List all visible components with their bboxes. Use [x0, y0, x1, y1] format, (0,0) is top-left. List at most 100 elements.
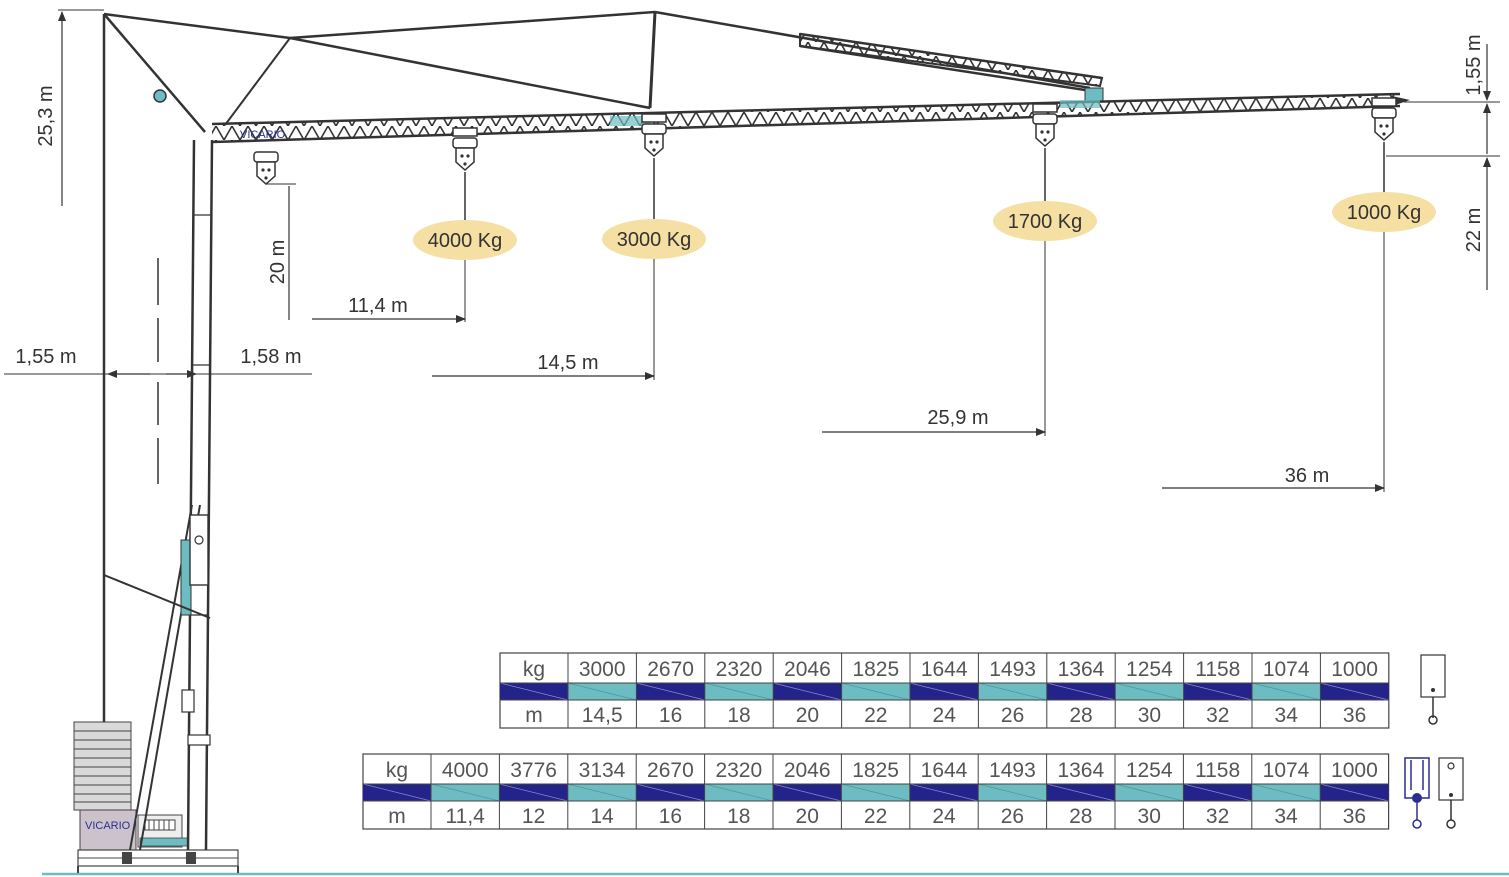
tip-hook-height-label: 22 m [1463, 208, 1485, 252]
reach-dimension-3: 25,9 m [822, 407, 1046, 436]
folded-jib-section [799, 32, 1104, 103]
table-distance-cell: 28 [1069, 704, 1092, 727]
tip-dimensions: 1,55 m 22 m [1386, 34, 1500, 290]
base-cabinet [79, 809, 137, 851]
load-label: 3000 Kg [617, 229, 692, 251]
hook-height-label: 20 m [267, 240, 289, 284]
chassis [77, 849, 239, 873]
table-distance-cell: 12 [522, 805, 545, 828]
table-load-cell: 1158 [1195, 759, 1240, 782]
table-load-cell: 1825 [852, 658, 899, 681]
reach-dimension-4: 36 m [1162, 465, 1385, 492]
table-load-cell: 2670 [647, 658, 694, 681]
load-label: 1000 Kg [1347, 202, 1422, 224]
tower-mast [186, 139, 214, 851]
table-distance-cell: 36 [1343, 805, 1366, 828]
counterweight-stack [73, 721, 132, 811]
load-badge-4: 1000 Kg [1332, 192, 1436, 232]
load-table-double-fall: kg m 4000 11,4 3776 12 3134 14 2670 16 2320 18 2046 2… [362, 753, 1390, 830]
table-distance-cell: 30 [1138, 704, 1161, 727]
table-distance-cell: 32 [1206, 805, 1229, 828]
table-load-cell: 1825 [852, 759, 899, 782]
load-label: 4000 Kg [428, 230, 503, 252]
table-distance-cell: 28 [1069, 805, 1092, 828]
table-load-cell: 1158 [1195, 658, 1240, 681]
table-distance-cell: 30 [1138, 805, 1161, 828]
table-distance-cell: 16 [659, 805, 682, 828]
table-load-cell: 2320 [715, 759, 762, 782]
table-load-cell: 1493 [989, 658, 1036, 681]
table-distance-cell: 34 [1275, 704, 1299, 727]
table-distance-cell: 24 [933, 704, 957, 727]
table-distance-cell: 20 [796, 805, 819, 828]
trolley-hook-2 [641, 113, 667, 220]
table-load-cell: 2046 [784, 759, 831, 782]
reach-dimension-2: 14,5 m [432, 352, 655, 380]
sheave-icon [153, 89, 167, 103]
load-badge-1: 4000 Kg [413, 220, 517, 260]
table-load-cell: 1644 [921, 759, 968, 782]
hook-block-icon [253, 151, 279, 185]
table-load-cell: 3134 [579, 759, 626, 782]
table-distance-cell: 22 [864, 805, 887, 828]
reach-label: 25,9 m [927, 407, 988, 429]
table-load-cell: 1364 [1057, 759, 1104, 782]
table-load-cell: 2320 [716, 658, 763, 681]
table-load-cell: 1644 [921, 658, 968, 681]
table-load-cell: 4000 [442, 759, 489, 782]
table-distance-cell: 24 [932, 805, 956, 828]
table-distance-cell: 18 [727, 704, 750, 727]
load-badge-3: 1700 Kg [993, 201, 1097, 241]
table-load-cell: 1254 [1126, 658, 1173, 681]
trolley-hook-3 [1032, 103, 1058, 202]
table-load-cell: 2670 [647, 759, 694, 782]
table-load-cell: 1074 [1263, 658, 1310, 681]
table-load-cell: 1493 [989, 759, 1036, 782]
hook-height-dimension: 20 m [266, 183, 296, 320]
tower-top-tie [103, 13, 206, 133]
reach-label: 14,5 m [537, 352, 598, 374]
table-unit-dist: m [388, 805, 406, 828]
table-distance-cell: 26 [1001, 805, 1024, 828]
table-load-cell: 3000 [579, 658, 626, 681]
table-distance-cell: 26 [1001, 704, 1024, 727]
tower-height-dimension: 25,3 m [35, 9, 104, 206]
table-unit-load: kg [386, 759, 408, 782]
base-brand-label: VICARIO [85, 820, 131, 832]
tower-height-label: 25,3 m [35, 85, 57, 146]
base-width-dimensions: 1,55 m 1,58 m [4, 258, 312, 484]
reach-dimension-1: 11,4 m [312, 295, 466, 323]
table-load-cell: 2046 [784, 658, 831, 681]
table-distance-cell: 20 [796, 704, 819, 727]
table-distance-cell: 11,4 [446, 805, 486, 828]
jib-brand-label: VICARIO [240, 129, 286, 141]
right-base-label: 1,58 m [240, 346, 301, 368]
reach-label: 11,4 m [348, 295, 408, 317]
reach-label: 36 m [1285, 465, 1329, 487]
table-load-cell: 1364 [1058, 658, 1105, 681]
table-unit-dist: m [525, 704, 543, 727]
load-badge-2: 3000 Kg [602, 219, 706, 259]
single-fall-hook-icon [1420, 654, 1446, 725]
table-load-cell: 1074 [1263, 759, 1310, 782]
table-load-cell: 3776 [510, 759, 557, 782]
load-label: 1700 Kg [1008, 211, 1083, 233]
load-table-single-fall: kgm300014,526701623201820462018252216442… [499, 652, 1390, 729]
table-distance-cell: 22 [864, 704, 887, 727]
tip-offset-label: 1,55 m [1463, 34, 1485, 95]
table-distance-cell: 16 [659, 704, 682, 727]
table-distance-cell: 18 [727, 805, 750, 828]
trolley-hook-1 [452, 127, 478, 222]
table-distance-cell: 34 [1274, 805, 1298, 828]
table-load-cell: 1000 [1331, 658, 1378, 681]
double-fall-hook-icon [1404, 757, 1464, 829]
left-base-label: 1,55 m [15, 346, 76, 368]
main-jib [211, 92, 1410, 144]
table-distance-cell: 14,5 [582, 704, 623, 727]
table-distance-cell: 36 [1343, 704, 1366, 727]
table-distance-cell: 14 [590, 805, 614, 828]
trolley-hook-4 [1371, 97, 1397, 192]
table-load-cell: 1000 [1331, 759, 1378, 782]
table-load-cell: 1254 [1126, 759, 1173, 782]
